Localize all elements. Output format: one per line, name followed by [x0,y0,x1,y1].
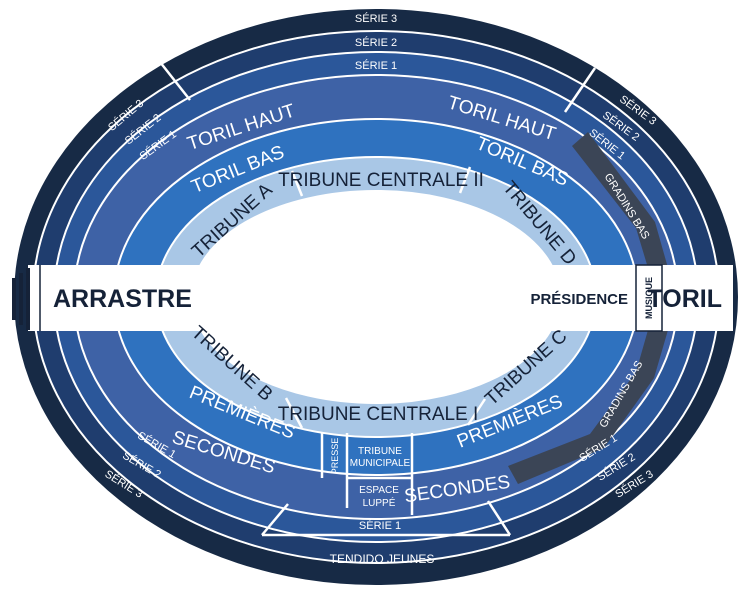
label-serie-3-top: SÉRIE 3 [355,12,397,25]
section-dividers [159,61,597,537]
label-tribune-municipale-1: TRIBUNE [358,446,402,457]
label-toril: TORIL [647,285,722,313]
axis-band [28,265,733,331]
label-tribune-centrale-2: TRIBUNE CENTRALE II [278,170,484,191]
label-tribune-municipale-2: MUNICIPALE [350,458,411,469]
label-tribune-centrale-1: TRIBUNE CENTRALE I [278,404,479,425]
musique-box [635,264,663,332]
label-presidence: PRÉSIDENCE [530,291,628,308]
gradins-bas-top-block[interactable] [572,132,668,268]
gradins-bas-bottom-block[interactable] [508,330,668,484]
label-presse: PRESSE [330,438,340,475]
label-arrastre: ARRASTRE [53,285,192,313]
label-espace-luppe-2: LUPPÉ [363,496,396,509]
label-serie-1-bottom: SÉRIE 1 [359,519,401,532]
arrastre-gate-icon [12,268,30,330]
label-musique: MUSIQUE [644,277,654,319]
label-espace-luppe-1: ESPACE [359,485,399,496]
label-serie-2-top: SÉRIE 2 [355,36,397,49]
label-tendido-jeunes: TENDIDO JEUNES [330,552,435,566]
label-serie-1-top: SÉRIE 1 [355,59,397,72]
